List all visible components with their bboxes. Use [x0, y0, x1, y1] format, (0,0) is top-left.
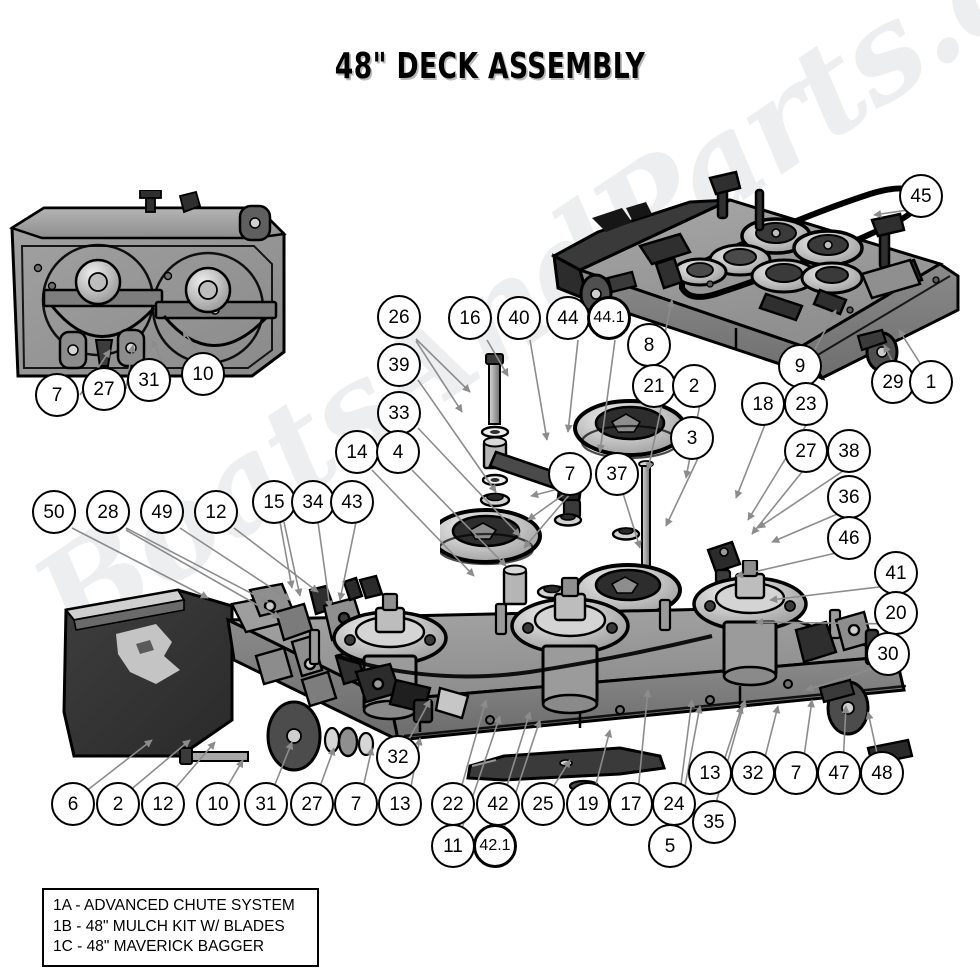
callout-32[interactable]: 32 [376, 735, 420, 779]
callout-21[interactable]: 21 [632, 364, 676, 408]
callout-13[interactable]: 13 [378, 782, 422, 826]
callout-12[interactable]: 12 [194, 490, 238, 534]
callout-10[interactable]: 10 [196, 782, 240, 826]
caster-bolt [179, 747, 249, 765]
callout-32[interactable]: 32 [731, 751, 775, 795]
deck-underside-inset [8, 190, 288, 390]
callout-19[interactable]: 19 [566, 782, 610, 826]
callout-14[interactable]: 14 [335, 430, 379, 474]
callout-35[interactable]: 35 [692, 800, 736, 844]
callout-11[interactable]: 11 [431, 824, 475, 868]
callout-9[interactable]: 9 [778, 344, 822, 388]
callout-27[interactable]: 27 [290, 782, 334, 826]
callout-45[interactable]: 45 [899, 174, 943, 218]
callout-37[interactable]: 37 [595, 452, 639, 496]
callout-28[interactable]: 28 [86, 490, 130, 534]
idler-pulley-upper [573, 399, 687, 460]
callout-49[interactable]: 49 [140, 490, 184, 534]
callout-34[interactable]: 34 [291, 480, 335, 524]
caster-wheel-exploded-left [266, 700, 322, 772]
callout-27[interactable]: 27 [784, 429, 828, 473]
callout-33[interactable]: 33 [377, 391, 421, 435]
legend-line-1a: 1A - ADVANCED CHUTE SYSTEM [53, 897, 295, 914]
callout-39[interactable]: 39 [377, 343, 421, 387]
callout-31[interactable]: 31 [244, 782, 288, 826]
leader-line [751, 466, 807, 535]
page-title: 48" DECK ASSEMBLY [334, 46, 646, 87]
spindle-assembly-3 [692, 560, 808, 687]
callout-17[interactable]: 17 [609, 782, 653, 826]
callout-24[interactable]: 24 [652, 782, 696, 826]
callout-27[interactable]: 27 [82, 367, 126, 411]
callout-46[interactable]: 46 [827, 516, 871, 560]
caster-wheel-exploded-right [818, 678, 870, 736]
callout-40[interactable]: 40 [497, 296, 541, 340]
callout-44-1[interactable]: 44.1 [587, 296, 631, 340]
discharge-chute [62, 588, 234, 758]
callout-30[interactable]: 30 [866, 632, 910, 676]
callout-36[interactable]: 36 [827, 475, 871, 519]
nut-center [479, 492, 511, 508]
callout-7[interactable]: 7 [548, 452, 592, 496]
callout-44[interactable]: 44 [546, 296, 590, 340]
callout-18[interactable]: 18 [741, 382, 785, 426]
pulley-group [672, 217, 864, 295]
callout-25[interactable]: 25 [521, 782, 565, 826]
legend-line-1c: 1C - 48" MAVERICK BAGGER [53, 938, 265, 956]
callout-13[interactable]: 13 [688, 751, 732, 795]
accessory-legend: 1A - ADVANCED CHUTE SYSTEM 1B - 48" MULC… [42, 888, 319, 967]
callout-15[interactable]: 15 [252, 480, 296, 524]
callout-47[interactable]: 47 [817, 751, 861, 795]
callout-26[interactable]: 26 [377, 295, 421, 339]
callout-3[interactable]: 3 [670, 416, 714, 460]
callout-2[interactable]: 2 [672, 364, 716, 408]
callout-42[interactable]: 42 [476, 782, 520, 826]
bolt-long [485, 353, 504, 425]
callout-10[interactable]: 10 [181, 352, 225, 396]
anti-scalp-roller-1 [58, 330, 88, 370]
idler-pulley-lower-left [440, 508, 542, 566]
callout-38[interactable]: 38 [827, 429, 871, 473]
assembled-deck-view [540, 160, 980, 390]
callout-31[interactable]: 31 [127, 358, 171, 402]
callout-12[interactable]: 12 [141, 782, 185, 826]
callout-5[interactable]: 5 [648, 824, 692, 868]
callout-1[interactable]: 1 [909, 360, 953, 404]
callout-50[interactable]: 50 [32, 490, 76, 534]
callout-22[interactable]: 22 [431, 782, 475, 826]
mower-blade [466, 746, 666, 782]
callout-42-1[interactable]: 42.1 [473, 824, 517, 868]
callout-48[interactable]: 48 [860, 751, 904, 795]
callout-16[interactable]: 16 [448, 296, 492, 340]
caster-wheel-inset [238, 204, 272, 242]
spindle-assembly-2 [510, 576, 630, 715]
callout-8[interactable]: 8 [627, 323, 671, 367]
tensioner-bracket [354, 662, 470, 724]
callout-7[interactable]: 7 [35, 373, 79, 417]
callout-6[interactable]: 6 [51, 782, 95, 826]
callout-20[interactable]: 20 [874, 591, 918, 635]
callout-43[interactable]: 43 [330, 480, 374, 524]
callout-7[interactable]: 7 [334, 782, 378, 826]
callout-41[interactable]: 41 [874, 551, 918, 595]
callout-7[interactable]: 7 [774, 751, 818, 795]
callout-4[interactable]: 4 [376, 430, 420, 474]
legend-line-1b: 1B - 48" MULCH KIT W/ BLADES [53, 917, 285, 935]
callout-2[interactable]: 2 [96, 782, 140, 826]
callout-23[interactable]: 23 [784, 382, 828, 426]
